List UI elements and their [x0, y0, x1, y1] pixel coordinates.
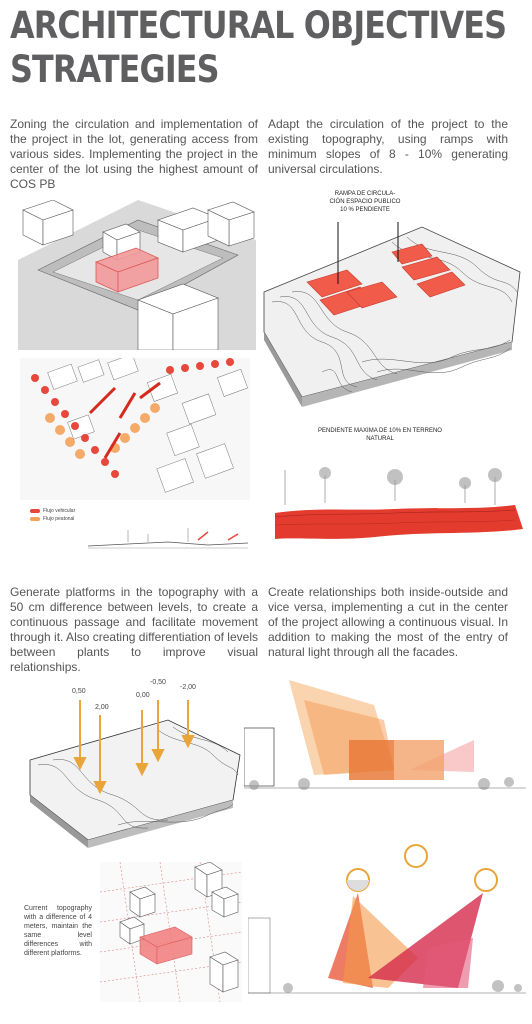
level-label-050: 0,50 [72, 688, 86, 695]
light-section-diagram [244, 680, 526, 790]
ramp-label-2: CIÓN ESPACIO PUBLICO [329, 199, 401, 205]
platforms-text: Generate platforms in the topography wit… [10, 585, 258, 674]
ramp-annotation: RAMPA DE CIRCULA- CIÓN ESPACIO PUBLICO 1… [305, 190, 425, 214]
title-line-2: STRATEGIES [10, 48, 220, 91]
slope-section-diagram [275, 467, 523, 539]
vehicular-swatch [30, 509, 40, 513]
level-label-200: 2,00 [95, 704, 109, 711]
legend: Flujo vehicular Flujo peatonal [30, 508, 75, 522]
title-line-1: ARCHITECTURAL OBJECTIVES [10, 4, 507, 47]
slope-label-2: NATURAL [366, 436, 394, 442]
ramp-topography-diagram [263, 222, 521, 407]
peatonal-swatch [30, 517, 40, 521]
legend-vehicular: Flujo vehicular [43, 508, 76, 514]
current-topography-diagram [100, 862, 242, 1002]
zoning-block-diagram [18, 200, 256, 350]
legend-peatonal: Flujo peatonal [43, 516, 75, 522]
zoning-text: Zoning the circulation and implementatio… [10, 117, 258, 191]
relationships-text: Create relationships both inside-outside… [268, 585, 508, 659]
circulation-flow-diagram [20, 358, 250, 500]
ramp-label-3: 10 % PENDIENTE [340, 207, 390, 213]
ramp-label-1: RAMPA DE CIRCULA- [334, 191, 396, 197]
page-title: ARCHITECTURAL OBJECTIVES STRATEGIES [10, 4, 507, 92]
slope-annotation: PENDIENTE MAXIMA DE 10% EN TERRENO NATUR… [318, 427, 442, 443]
level-label-neg200: -2,00 [180, 684, 196, 691]
slope-label-1: PENDIENTE MAXIMA DE 10% EN TERRENO [318, 428, 442, 434]
topography-note: Current topography with a difference of … [24, 905, 92, 957]
sun-section-diagram [248, 844, 526, 994]
level-label-000: 0,00 [136, 692, 150, 699]
adapt-text: Adapt the circulation of the project to … [268, 117, 508, 176]
section-sketch [88, 528, 248, 549]
level-label-neg050: -0,50 [150, 679, 166, 686]
platforms-topography-diagram [29, 700, 241, 848]
